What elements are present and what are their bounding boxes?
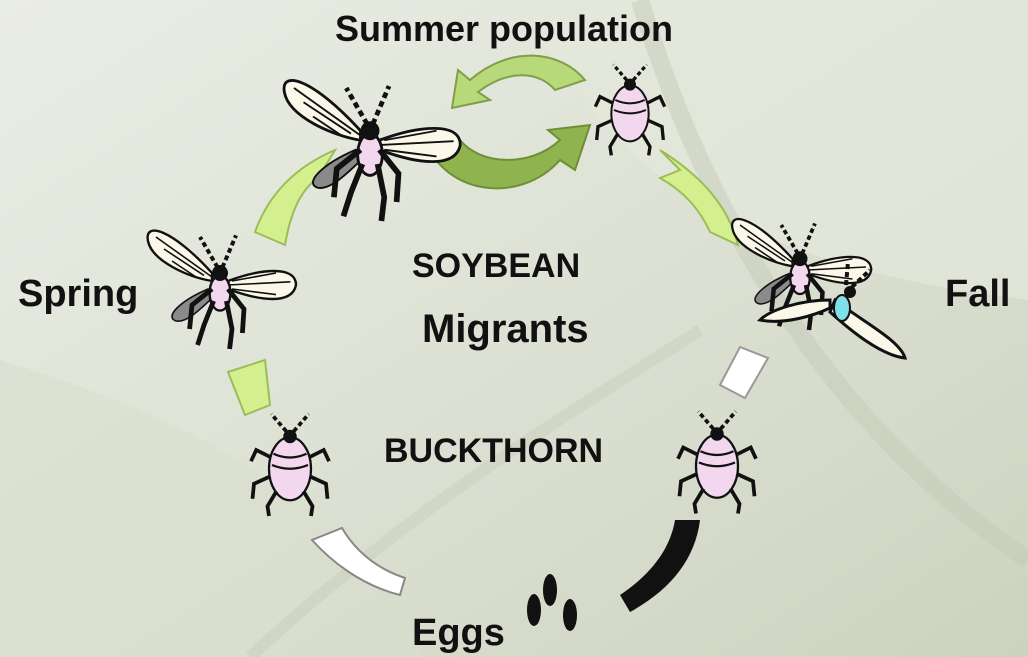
arrow-buckthorn-to-spring	[228, 360, 270, 415]
summer-winged-aphid-icon	[284, 80, 460, 221]
spring-label: Spring	[18, 273, 138, 316]
arrow-eggs-to-buckthorn	[312, 528, 405, 595]
summer-cycle-arrows	[425, 56, 590, 189]
buckthorn-fall-aphid-icon	[678, 412, 756, 514]
spring-winged-aphid-icon	[148, 231, 296, 349]
eggs-icon	[527, 574, 577, 631]
buckthorn-host-label: BUCKTHORN	[384, 432, 603, 471]
migrants-label: Migrants	[422, 307, 589, 352]
eggs-label: Eggs	[412, 612, 505, 655]
arrow-spring-to-summer	[255, 150, 335, 245]
arrow-summer-to-fall	[660, 150, 738, 245]
summer-population-label: Summer population	[335, 8, 673, 50]
fall-label: Fall	[945, 273, 1010, 316]
summer-wingless-aphid-icon	[595, 65, 664, 156]
arrow-fall-to-eggs	[620, 520, 700, 612]
buckthorn-spring-aphid-icon	[251, 414, 329, 516]
soybean-host-label: SOYBEAN	[412, 247, 580, 286]
arrow-fall-to-buckthorn	[720, 347, 768, 398]
